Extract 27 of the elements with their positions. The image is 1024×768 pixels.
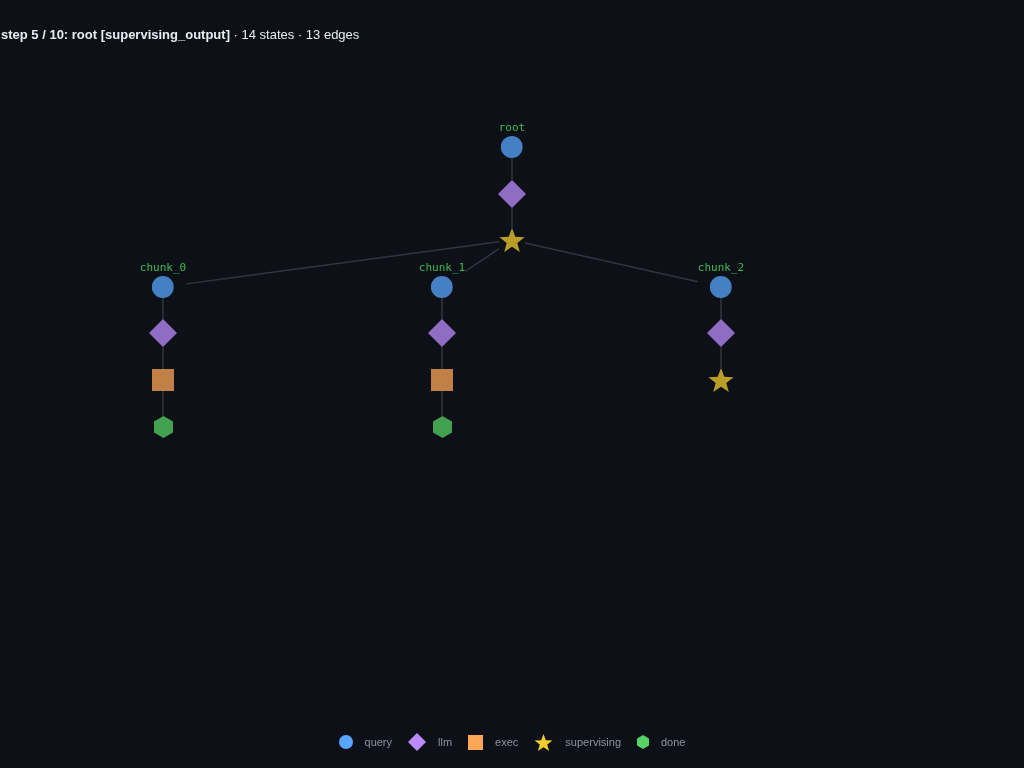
star-marker bbox=[708, 368, 734, 392]
diamond-marker bbox=[428, 319, 456, 347]
hexagon-marker bbox=[153, 416, 173, 438]
square-marker bbox=[152, 369, 174, 391]
connector-line bbox=[185, 241, 500, 285]
connector-line bbox=[464, 248, 500, 273]
legend-label: query bbox=[364, 735, 393, 749]
star-marker bbox=[499, 228, 525, 252]
node-label: root bbox=[498, 121, 526, 134]
hexagon-marker bbox=[432, 416, 452, 438]
state-node bbox=[697, 261, 745, 298]
diamond-marker bbox=[498, 180, 526, 208]
node-label: chunk_2 bbox=[697, 261, 745, 274]
diamond-marker bbox=[707, 319, 735, 347]
legend-label: done bbox=[661, 735, 686, 749]
legend-label: llm bbox=[438, 735, 453, 749]
node-label: chunk_1 bbox=[418, 261, 466, 274]
legend-label: supervising bbox=[565, 735, 621, 749]
square-marker bbox=[431, 369, 453, 391]
connector-line bbox=[524, 242, 699, 283]
legend-label: exec bbox=[495, 735, 519, 749]
node-label: chunk_0 bbox=[139, 261, 187, 274]
diagram-title: step 5 / 10: root [supervising_output] · 14 states · 13 edges bbox=[1, 27, 360, 43]
state-node bbox=[418, 261, 466, 298]
state-node bbox=[498, 121, 526, 158]
state-node bbox=[139, 261, 187, 298]
diamond-marker bbox=[149, 319, 177, 347]
